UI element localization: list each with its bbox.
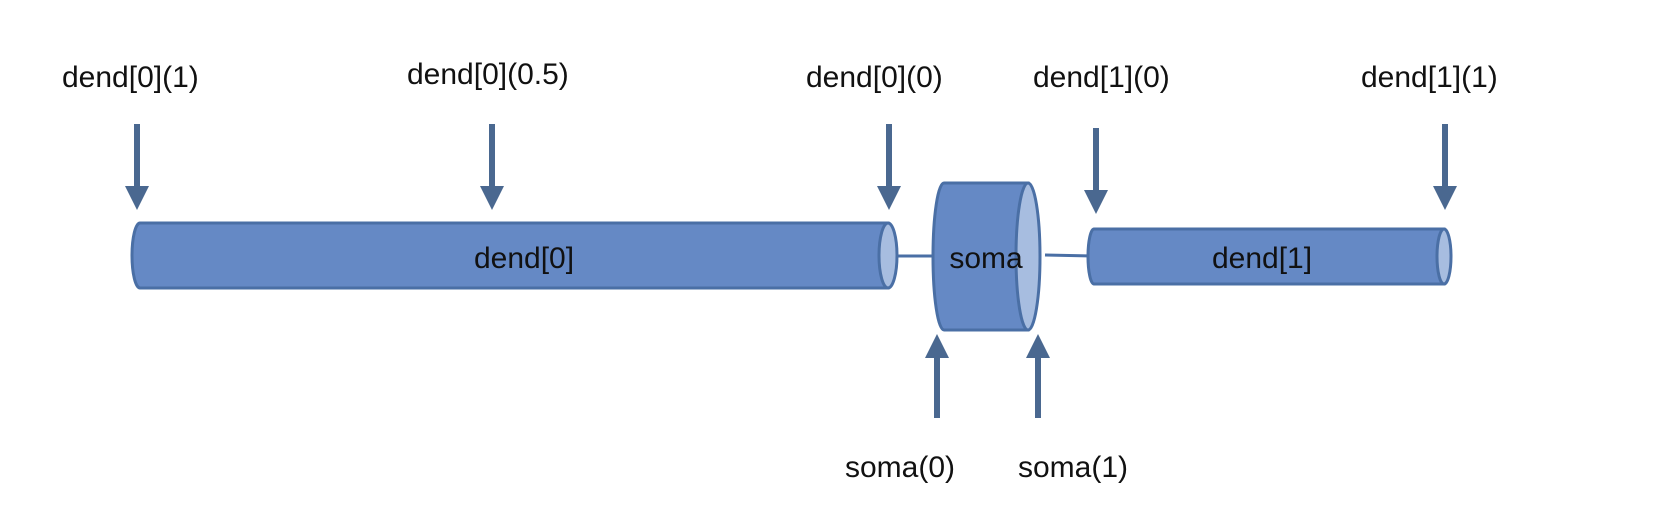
dend0-cylinder: dend[0] (130, 221, 899, 290)
soma-cylinder: soma (931, 181, 1042, 332)
soma-body (931, 181, 1030, 332)
dend0-body (130, 221, 890, 290)
dend1-cylinder: dend[1] (1086, 227, 1453, 286)
label-dend1-1: dend[1](1) (1361, 61, 1498, 94)
label-dend1-0: dend[1](0) (1033, 61, 1170, 94)
connector-soma-dend1 (1044, 253, 1094, 258)
dend1-label: dend[1] (1212, 242, 1312, 275)
label-dend0-0: dend[0](0) (806, 61, 943, 94)
soma-label: soma (949, 242, 1023, 275)
dend1-end-cap (1435, 227, 1453, 286)
dend0-label: dend[0] (474, 242, 574, 275)
label-soma-0: soma(0) (845, 451, 955, 484)
soma-end-cap (1014, 181, 1042, 332)
label-soma-1: soma(1) (1018, 451, 1128, 484)
label-dend0-1: dend[0](1) (62, 61, 199, 94)
dend0-end-cap (877, 221, 899, 290)
label-dend0-0.5: dend[0](0.5) (407, 58, 569, 91)
dend1-body (1086, 227, 1446, 286)
